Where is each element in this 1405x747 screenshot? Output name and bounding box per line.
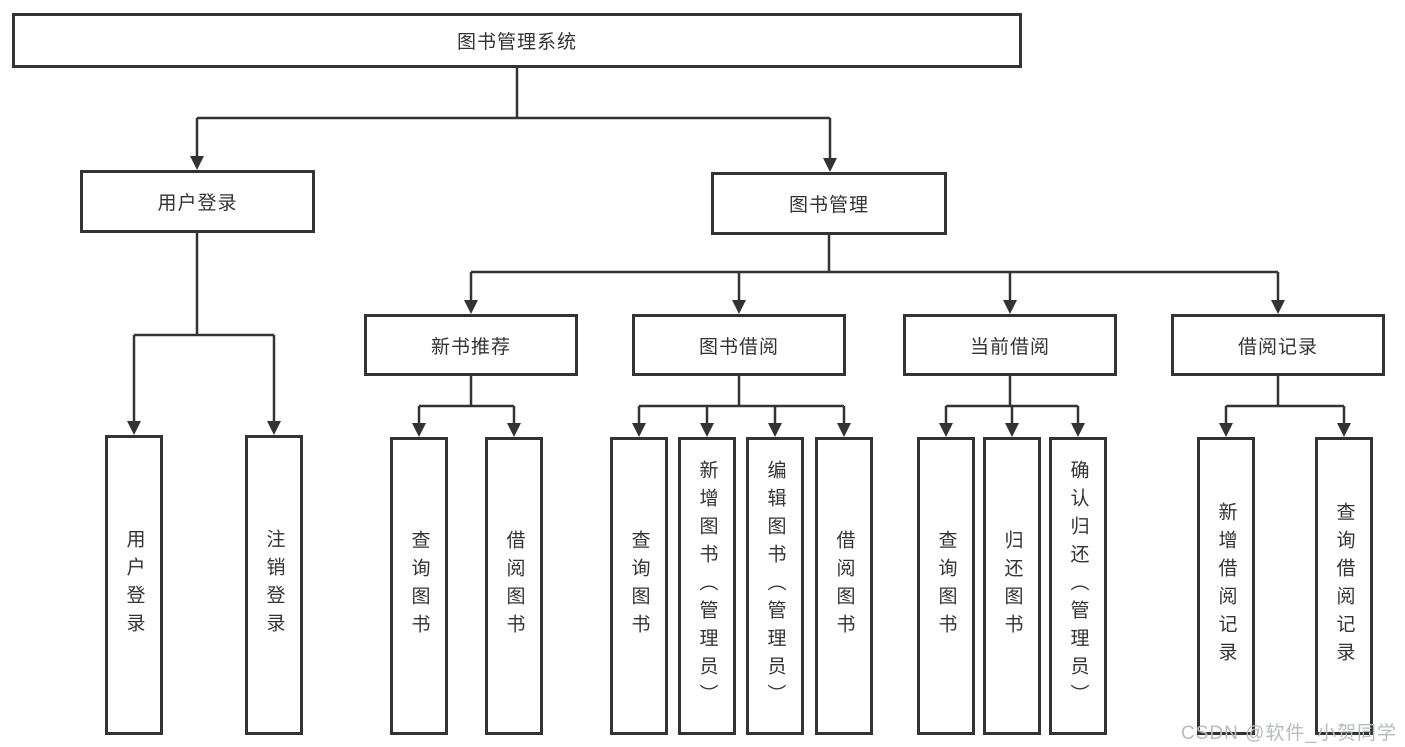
node-borrow-record: 借阅记录: [1171, 314, 1385, 376]
csdn-watermark: CSDN @软件_小贺同学: [1181, 723, 1397, 744]
node-book-management: 图书管理: [711, 172, 947, 235]
connector-book-mgmt-to-level3: [464, 235, 1285, 314]
leaf-confirm-return-admin: 确认归还（管理员）: [1049, 437, 1107, 735]
node-label: 图书管理: [788, 195, 869, 216]
leaf-query-books: 查询图书: [917, 437, 975, 735]
node-label: 图书借阅: [698, 336, 779, 358]
connector-new-book-group: [412, 376, 521, 437]
leaf-query-books: 查询图书: [610, 437, 668, 735]
node-current-borrow: 当前借阅: [903, 314, 1117, 376]
leaf-return-books: 归还图书: [983, 437, 1041, 735]
connector-book-borrow-group: [632, 376, 851, 437]
connector-current-borrow-group: [939, 376, 1085, 437]
leaf-user-login: 用户登录: [105, 435, 163, 735]
connector-user-login-branch: [127, 233, 281, 435]
connector-borrow-record-group: [1219, 376, 1351, 437]
node-book-borrow: 图书借阅: [632, 314, 846, 376]
leaf-add-books-admin: 新增图书（管理员）: [678, 437, 736, 735]
leaf-add-borrow-record: 新增借阅记录: [1197, 437, 1255, 735]
node-label: 新书推荐: [430, 336, 511, 358]
node-label: 借阅记录: [1237, 336, 1318, 358]
node-label: 当前借阅: [969, 336, 1050, 358]
leaf-query-books: 查询图书: [390, 437, 448, 735]
node-label: 用户登录: [157, 193, 238, 214]
leaf-borrow-books: 借阅图书: [485, 437, 543, 735]
node-new-book-recommend: 新书推荐: [364, 314, 578, 376]
node-label: 图书管理系统: [456, 32, 577, 53]
node-user-login: 用户登录: [80, 170, 315, 233]
leaf-logout: 注销登录: [245, 435, 303, 735]
leaf-borrow-books: 借阅图书: [815, 437, 873, 735]
connector-root-to-level2: [190, 68, 837, 172]
node-library-management-system: 图书管理系统: [12, 13, 1022, 68]
leaf-edit-books-admin: 编辑图书（管理员）: [746, 437, 804, 735]
leaf-query-borrow-record: 查询借阅记录: [1315, 437, 1373, 735]
